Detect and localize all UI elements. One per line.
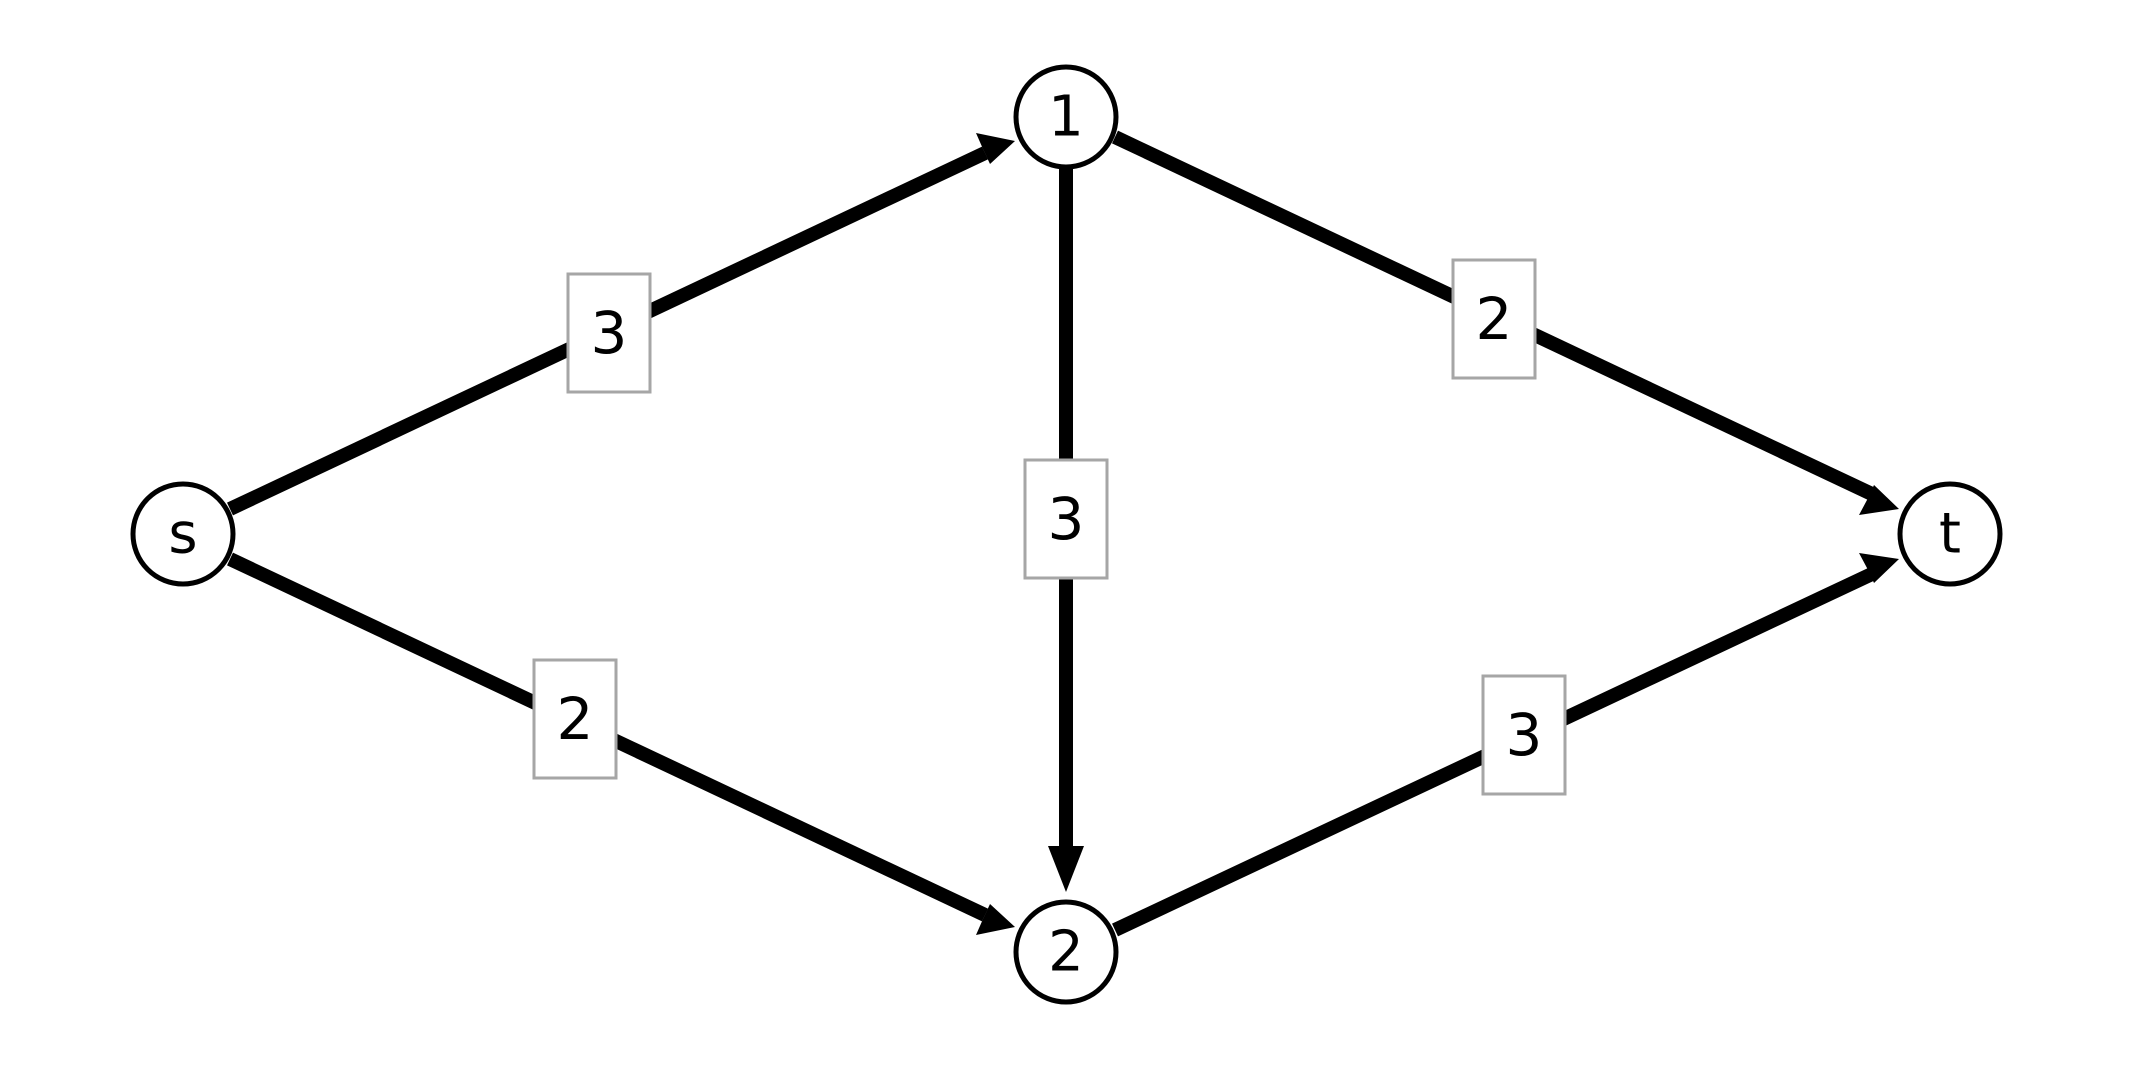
- edge-1-2-capacity-label: 3: [1048, 485, 1085, 553]
- node-t-circle: [1897, 481, 2003, 587]
- edge-1-t-arrowhead: [1859, 485, 1899, 515]
- edge-2-t-capacity: 3: [1481, 674, 1567, 796]
- edge-s-2-capacity-label: 2: [557, 685, 594, 753]
- node-s: s: [130, 481, 236, 587]
- node-2-circle: [1013, 899, 1119, 1005]
- node-2: 2: [1013, 899, 1119, 1005]
- node-t-label: t: [1939, 502, 1961, 567]
- node-t: t: [1897, 481, 2003, 587]
- edge-1-2-capacity: 3: [1023, 458, 1109, 580]
- edge-s-1-capacity-box: [566, 272, 652, 394]
- edge-2-t-capacity-box: [1481, 674, 1567, 796]
- edge-s-1-capacity-label: 3: [591, 299, 628, 367]
- edge-s-1-arrowhead: [976, 133, 1015, 164]
- node-s-label: s: [168, 502, 197, 567]
- edge-s-2-arrowhead: [976, 904, 1015, 935]
- node-1-label: 1: [1048, 85, 1084, 150]
- edge-1-t-capacity: 2: [1451, 258, 1537, 380]
- edge-1-t-capacity-label: 2: [1476, 285, 1513, 353]
- edge-s-2-capacity-box: [532, 658, 618, 780]
- edge-s-1-capacity: 3: [566, 272, 652, 394]
- node-2-label: 2: [1048, 920, 1084, 985]
- edge-2-t-capacity-label: 3: [1506, 701, 1543, 769]
- node-1-circle: [1013, 64, 1119, 170]
- edge-1-t-capacity-box: [1451, 258, 1537, 380]
- arrowheads: [976, 133, 1899, 935]
- edge-1-2-capacity-box: [1023, 458, 1109, 580]
- node-1: 1: [1013, 64, 1119, 170]
- node-s-circle: [130, 481, 236, 587]
- edge-s-2-capacity: 2: [532, 658, 618, 780]
- edge-2-t-arrowhead: [1859, 553, 1899, 583]
- edge-1-2-arrowhead: [1048, 846, 1084, 892]
